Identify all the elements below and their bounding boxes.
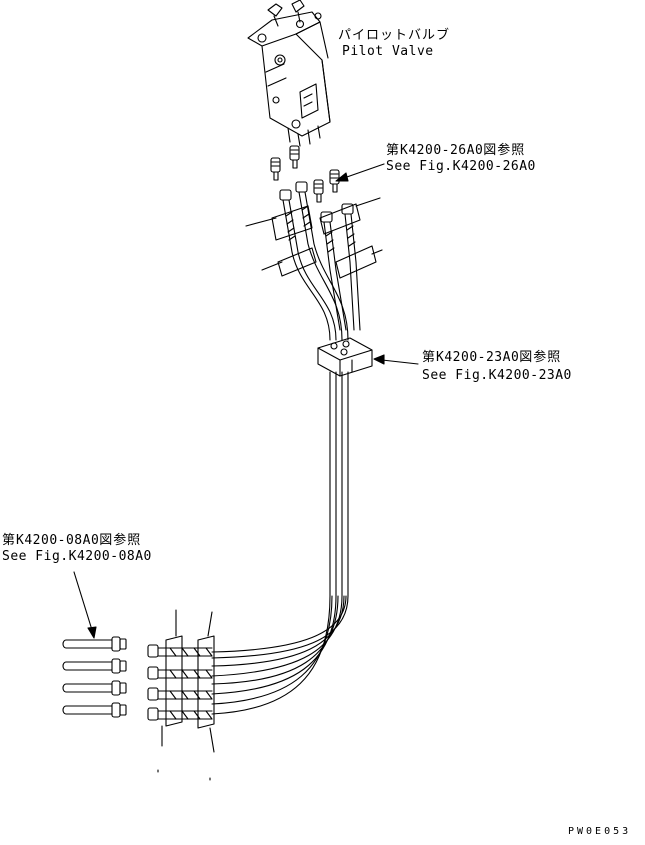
- jp-prefix: 第: [386, 143, 401, 158]
- hoses: [211, 243, 361, 715]
- fitting: [270, 157, 281, 181]
- fig-number: K4200-26A0: [400, 143, 484, 158]
- fitting: [289, 145, 300, 169]
- jp-prefix: 第: [2, 533, 17, 548]
- steel-pipes: [62, 636, 127, 718]
- fig-ref-23-jp: 第K4200-23A0図参照: [422, 350, 561, 365]
- lower-hose-ends: [147, 609, 215, 781]
- pilot-valve: [247, 0, 331, 147]
- pilot-valve-label-en: Pilot Valve: [342, 44, 434, 59]
- valve-fittings: [270, 145, 340, 203]
- hose-end: [147, 707, 213, 721]
- clamp-block: [317, 337, 373, 377]
- upper-hose-ends: [245, 181, 383, 279]
- fig-ref-26-en: See Fig.K4200-26A0: [386, 159, 536, 174]
- fig-number: K4200-23A0: [436, 350, 520, 365]
- pipe: [62, 702, 127, 718]
- jp-suffix: 図参照: [519, 350, 562, 365]
- drawing-code: PW0E053: [568, 826, 632, 837]
- pipe: [62, 680, 127, 696]
- fig-ref-23-en: See Fig.K4200-23A0: [422, 368, 572, 383]
- jp-prefix: 第: [422, 350, 437, 365]
- fitting: [329, 169, 340, 193]
- jp-suffix: 図参照: [99, 533, 142, 548]
- fig-ref-08-jp: 第K4200-08A0図参照: [2, 533, 141, 548]
- pipe: [62, 636, 127, 652]
- hose-end: [147, 687, 213, 701]
- pilot-valve-label-jp: パイロットバルブ: [338, 28, 451, 43]
- jp-suffix: 図参照: [483, 143, 526, 158]
- hose-end: [147, 644, 213, 658]
- hose-end: [147, 666, 213, 680]
- pipe: [62, 658, 127, 674]
- fig-ref-26-jp: 第K4200-26A0図参照: [386, 143, 525, 158]
- fitting: [313, 179, 324, 203]
- leader-lines: [73, 163, 419, 639]
- fig-number: K4200-08A0: [16, 533, 100, 548]
- fig-ref-08-en: See Fig.K4200-08A0: [2, 549, 152, 564]
